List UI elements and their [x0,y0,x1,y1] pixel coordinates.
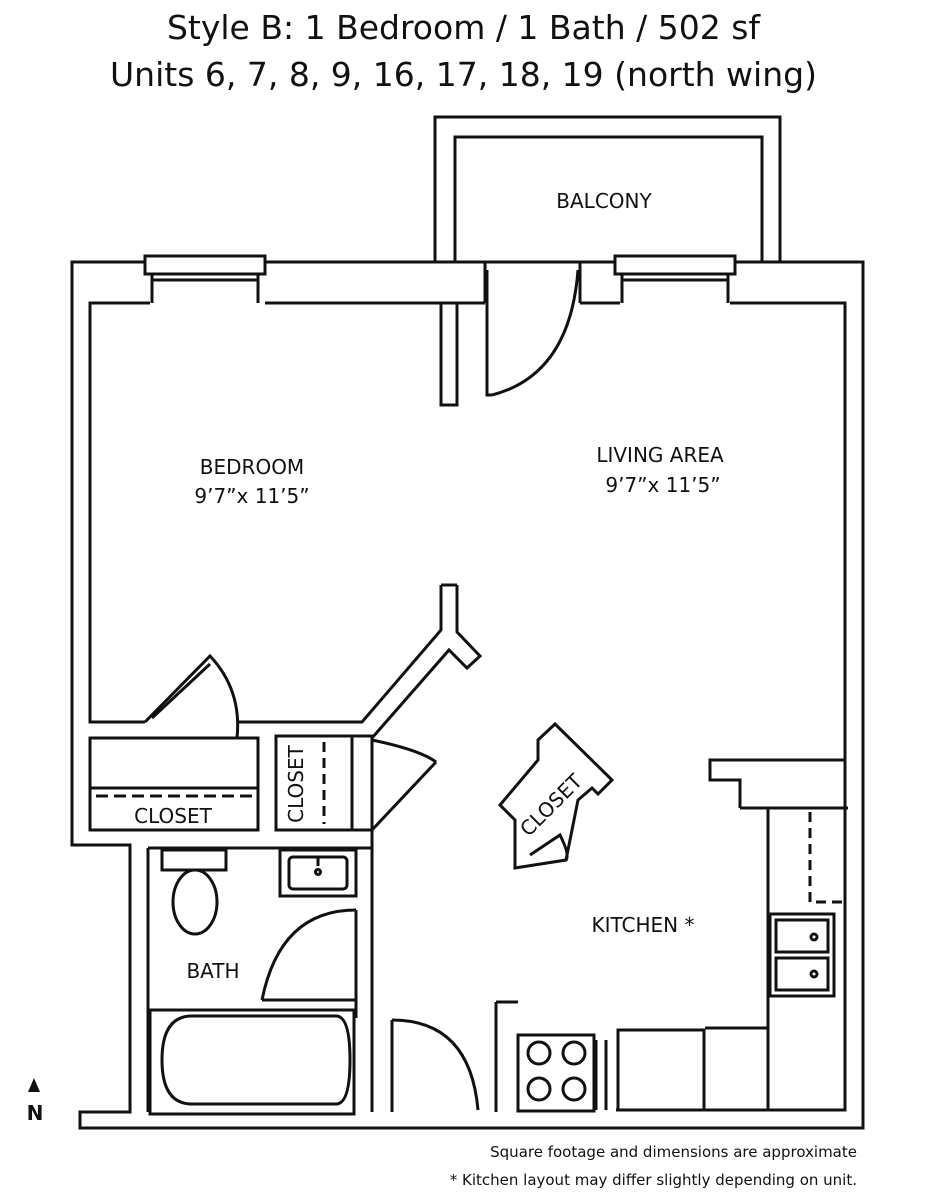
stove [516,1033,608,1113]
footnote-kitchen: * Kitchen layout may differ slightly dep… [449,1171,857,1189]
exterior-wall [70,260,865,1130]
living-window [613,254,737,303]
small-closet-label: CLOSET [284,744,308,822]
kitchen-closet [497,721,615,870]
small-closet [274,734,438,832]
bedroom-closet-label: CLOSET [134,804,212,828]
plan-subtitle: Units 6, 7, 8, 9, 16, 17, 18, 19 (north … [110,55,817,94]
bedroom-label: BEDROOM [200,455,304,479]
balcony [433,115,782,262]
bedroom-closet [88,653,260,832]
bath-label: BATH [186,959,239,983]
footnote-approximate: Square footage and dimensions are approx… [490,1143,857,1161]
entry-door [390,1002,498,1112]
kitchen-pantry [705,806,848,1110]
living-area-label: LIVING AREA [596,443,724,467]
balcony-door [439,262,582,407]
living-area-dimensions: 9’7”x 11’5” [605,473,720,497]
toilet [160,848,228,936]
bath-sink [278,848,358,898]
balcony-label: BALCONY [556,189,652,213]
kitchen-label: KITCHEN * [591,913,694,937]
plan-title: Style B: 1 Bedroom / 1 Bath / 502 sf [166,8,761,47]
bathtub [148,1008,356,1116]
bedroom-window [143,254,267,303]
kitchen-sink [768,912,836,998]
refrigerator [616,1028,706,1112]
bath-walls [146,830,374,1112]
north-arrow [28,1078,40,1092]
interior-partition [237,583,483,750]
bedroom-dimensions: 9’7”x 11’5” [194,484,309,508]
north-label: N [27,1101,44,1125]
